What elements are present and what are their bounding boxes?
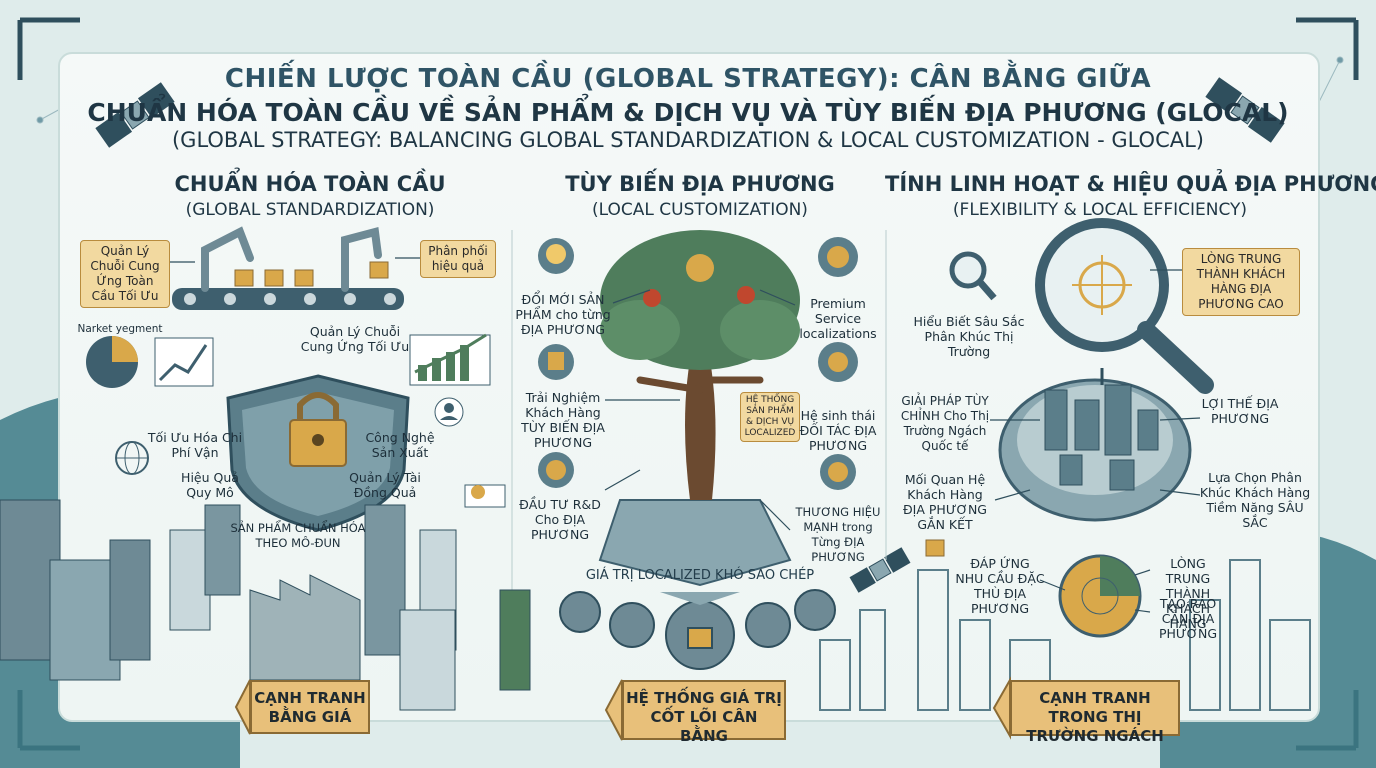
bar-chart-icon — [409, 333, 491, 386]
title-line-2: CHUẨN HÓA TOÀN CẦU VỀ SẢN PHẨM & DỊCH VỤ… — [87, 98, 1289, 127]
banner-arrow-right — [992, 676, 1011, 740]
production-tech-label: Công Nghệ Sản Xuất — [365, 430, 435, 460]
strong-brand-label: THƯƠNG HIỆU MẠNH trong Từng ĐỊA PHƯƠNG — [795, 505, 881, 564]
right-subheading: (FLEXIBILITY & LOCAL EFFICIENCY) — [952, 200, 1248, 220]
banner-arrow-center — [604, 679, 623, 741]
title-line-3: (GLOBAL STRATEGY: BALANCING GLOBAL STAND… — [171, 128, 1204, 152]
center-heading: TÙY BIẾN ĐỊA PHƯƠNG — [565, 172, 835, 196]
pie-chart-icon — [86, 336, 138, 388]
person-icon — [434, 397, 464, 427]
presenter-icon — [464, 484, 506, 508]
loyalty-label: LÒNG TRUNG THÀNH KHÁCH HÀNG — [1165, 556, 1211, 631]
city-skyline-icon — [819, 559, 1311, 711]
banner-arrow-left — [234, 679, 251, 735]
segment-choice-label: Lựa Chọn Phân Khúc Khách Hàng Tiềm Năng … — [1199, 470, 1311, 530]
local-advantage-label: LỢI THẾ ĐỊA PHƯƠNG — [1201, 396, 1279, 426]
satellite-icon — [1205, 77, 1285, 143]
hard-to-copy-label: GIÁ TRỊ LOCALIZED KHÓ SAO CHÉP — [585, 568, 815, 583]
target-pie-icon — [1058, 554, 1142, 638]
rd-investment-label: ĐẦU TƯ R&D Cho ĐỊA PHƯƠNG — [519, 497, 601, 542]
growth-chart-icon — [154, 337, 214, 387]
transport-cost-label: Tối Ưu Hóa Chi Phí Vận — [147, 430, 243, 460]
specific-needs-label: ĐÁP ỨNG NHU CẦU ĐẶC THÙ ĐỊA PHƯƠNG — [955, 556, 1045, 616]
tag-global-supply: Quản Lý Chuỗi Cung Ứng Toàn Cầu Tối Ưu — [80, 240, 170, 308]
banner-price-competition: CẠNH TRANH BẰNG GIÁ — [250, 680, 370, 734]
banner-core-value: HỆ THỐNG GIÁ TRỊ CỐT LÕI CÂN BẰNG — [622, 680, 786, 745]
medal-icon — [818, 237, 858, 277]
magnifier-icon — [1035, 218, 1214, 394]
conveyor-robots-icon — [172, 226, 404, 310]
supply-chain-label: Quản Lý Chuỗi Cung Ứng Tối Ưu — [300, 324, 410, 354]
market-segment-label: Narket yegment — [77, 323, 163, 335]
lock-icon — [925, 539, 945, 557]
market-insight-label: Hiểu Biết Sâu Sắc Phân Khúc Thị Trường — [913, 314, 1025, 359]
banner-niche-competition: CẠNH TRANH TRONG THỊ TRƯỜNG NGÁCH — [1010, 680, 1180, 745]
coffee-cup-icon — [538, 344, 574, 380]
gears-icon — [559, 589, 836, 670]
lightbulb-icon — [538, 238, 574, 274]
shield-lock-icon — [226, 374, 410, 532]
tag-distribution: Phân phối hiệu quả — [420, 240, 496, 278]
partner-ecosystem-label: Hệ sinh thái ĐỐI TÁC ĐỊA PHƯƠNG — [799, 408, 877, 453]
right-heading: TÍNH LINH HOẠT & HIỆU QUẢ ĐỊA PHƯƠNG — [885, 172, 1376, 196]
center-subheading: (LOCAL CUSTOMIZATION) — [592, 200, 808, 220]
left-heading: CHUẨN HÓA TOÀN CẦU — [174, 172, 446, 196]
satellite-icon — [95, 82, 175, 148]
city-buildings-icon — [0, 499, 531, 711]
product-system-tag: HỆ THỐNG SẢN PHẨM & DỊCH VỤ LOCALIZED — [740, 392, 800, 442]
title-line-1: CHIẾN LƯỢC TOÀN CẦU (GLOBAL STRATEGY): C… — [224, 64, 1152, 94]
product-innovation-label: ĐỔI MỚI SẢN PHẨM cho từng ĐỊA PHƯƠNG — [515, 292, 611, 337]
customer-experience-label: Trải Nghiệm Khách Hàng TÙY BIẾN ĐỊA PHƯƠ… — [521, 390, 605, 450]
left-subheading: (GLOBAL STANDARDIZATION) — [185, 200, 435, 220]
satellite-icon — [849, 547, 911, 593]
modular-products-label: SẢN PHẨM CHUẨN HÓA THEO MÔ-ĐUN — [230, 521, 366, 550]
walled-city-icon — [998, 368, 1192, 522]
finance-mgmt-label: Quản Lý Tài Đồng Quả — [349, 470, 421, 500]
handshake-icon — [818, 342, 858, 382]
coin-icon — [538, 452, 574, 488]
tag-local-loyalty: LÒNG TRUNG THÀNH KHÁCH HÀNG ĐỊA PHƯƠNG C… — [1182, 248, 1300, 316]
barriers-label: TẠO RÀO CẢN ĐỊA PHƯƠNG — [1158, 596, 1218, 641]
scale-efficiency-label: Hiệu Quả Quy Mô — [181, 470, 239, 500]
relationships-label: Mối Quan Hệ Khách Hàng ĐỊA PHƯƠNG GẮN KẾ… — [902, 472, 987, 532]
search-icon — [949, 251, 997, 301]
globe-icon — [115, 441, 149, 475]
premium-service-label: Premium Service localizations — [799, 296, 877, 341]
tree-icon — [598, 230, 800, 587]
leaf-icon — [820, 454, 856, 490]
custom-solutions-label: GIẢI PHÁP TÙY CHỈNH Cho Thị Trường Ngách… — [900, 394, 990, 453]
